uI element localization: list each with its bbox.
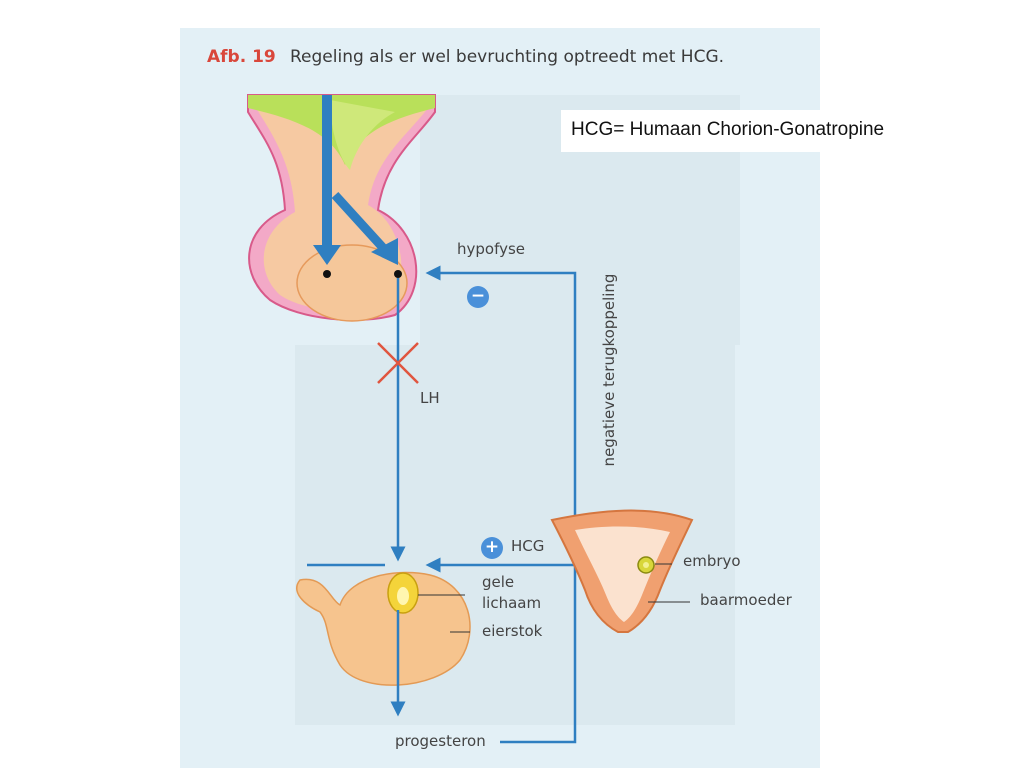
label-hypofyse: hypofyse — [457, 240, 526, 258]
label-baarmoeder: baarmoeder — [700, 591, 792, 609]
label-eierstok: eierstok — [482, 622, 543, 640]
label-hcg: HCG — [511, 537, 545, 555]
label-negative-feedback: negatieve terugkoppeling — [600, 273, 618, 467]
label-lh: LH — [420, 389, 440, 407]
label-progesteron: progesteron — [395, 732, 486, 750]
figure-number: Afb. 19 — [207, 47, 276, 67]
label-lichaam: lichaam — [482, 594, 542, 612]
negative-feedback-arrow — [425, 265, 577, 744]
label-embryo: embryo — [683, 552, 741, 570]
uterus-illustration — [550, 509, 694, 633]
hcg-definition-text: HCG= Humaan Chorion-Gonatropine — [571, 119, 885, 140]
hcg-definition-box: HCG= Humaan Chorion-Gonatropine — [561, 110, 961, 152]
plus-sign-icon: + — [481, 537, 503, 559]
blocked-cross-icon — [377, 342, 419, 384]
label-gele: gele — [482, 573, 515, 591]
ovary-illustration — [296, 571, 471, 686]
minus-sign-icon: − — [467, 286, 489, 308]
figure-caption: Regeling als er wel bevruchting optreedt… — [290, 47, 725, 67]
label-leader-lines — [418, 563, 690, 633]
thick-arrows-into-pituitary — [313, 95, 398, 265]
